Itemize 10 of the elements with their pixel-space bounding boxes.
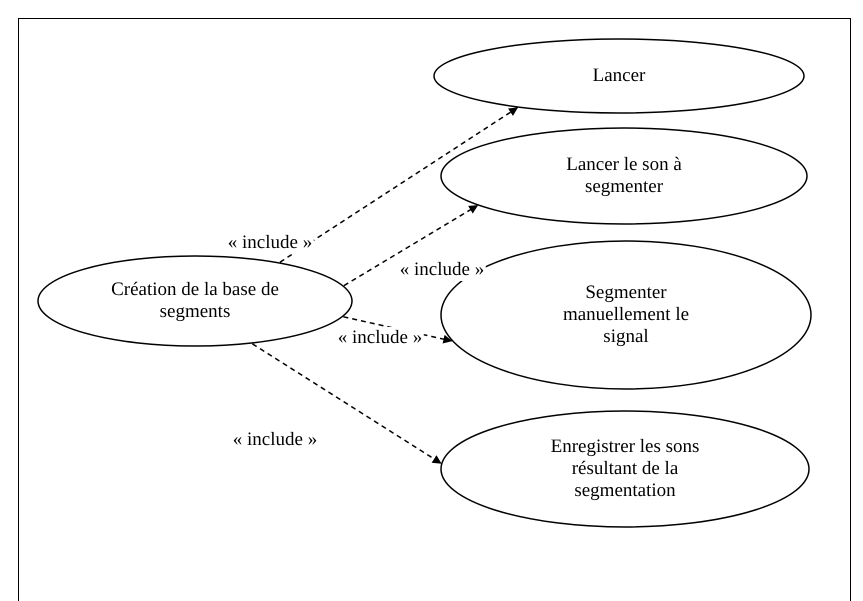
dependency-arrow — [344, 204, 478, 286]
use-case-label: Enregistrer les sons résultant de la segmentation — [550, 436, 700, 502]
use-case-label: Création de la base de segments — [110, 279, 280, 323]
use-case-label: Lancer — [592, 65, 646, 87]
edge-label: « include » — [226, 232, 314, 254]
dependency-arrow — [280, 107, 518, 263]
use-case-label: Segmenter manuellement le signal — [562, 282, 690, 348]
use-case-label: Lancer le son à segmenter — [565, 154, 683, 198]
dependency-arrow — [252, 343, 442, 464]
edge-label: « include » — [398, 259, 486, 281]
